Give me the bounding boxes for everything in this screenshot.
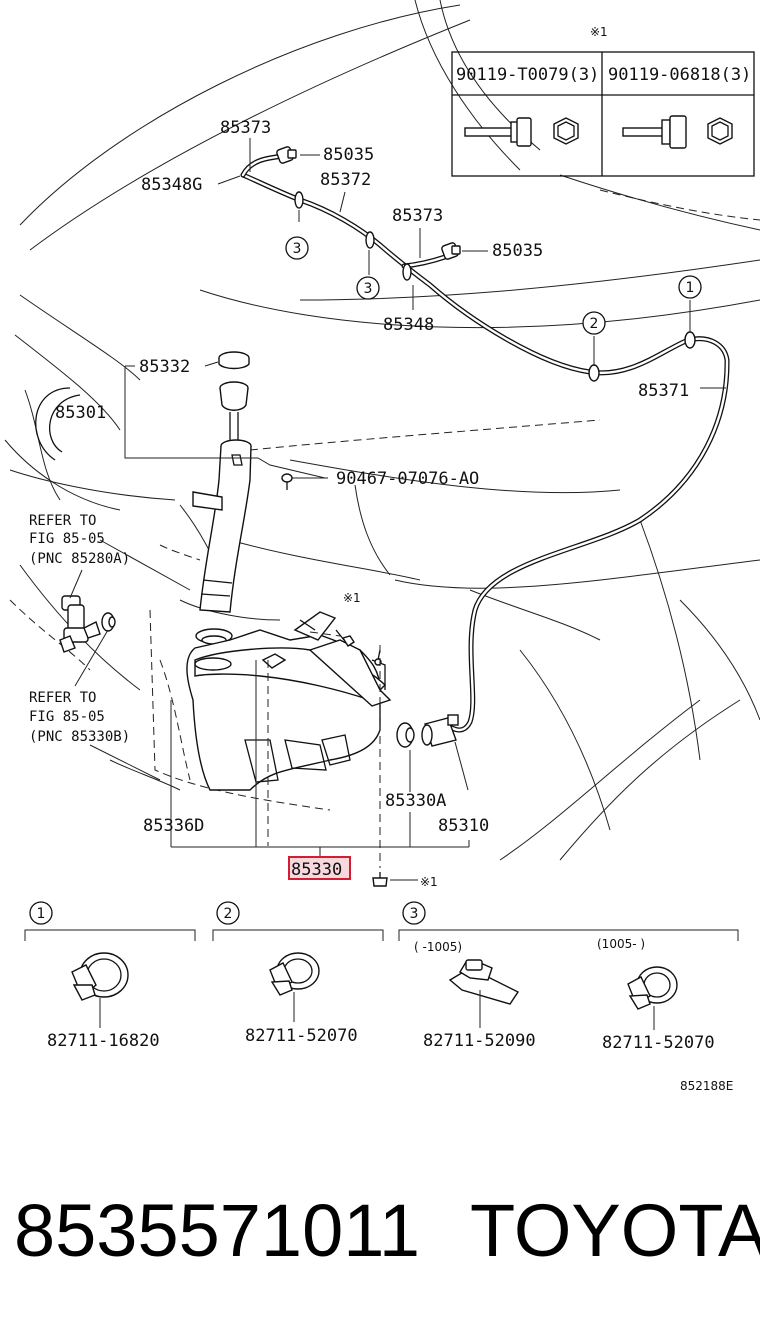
diagram-code: 852188E bbox=[680, 1079, 733, 1093]
filler-cap-inner bbox=[219, 381, 249, 440]
footer-brand: TOYOTA bbox=[470, 1189, 760, 1272]
label-85035-top: 85035 bbox=[323, 145, 374, 165]
clip-2-part: 82711-52070 bbox=[245, 1026, 358, 1046]
refer1-line3: (PNC 85280A) bbox=[29, 551, 130, 567]
svg-text:3: 3 bbox=[410, 906, 419, 922]
clip-82711-52070-icon bbox=[269, 952, 320, 1022]
clip-1-part: 82711-16820 bbox=[47, 1031, 160, 1051]
bolt-90119-06818-icon bbox=[622, 115, 733, 149]
filler-neck bbox=[192, 439, 252, 613]
label-85310: 85310 bbox=[438, 816, 489, 836]
clip-90467 bbox=[281, 473, 293, 490]
bolt-top bbox=[335, 629, 355, 647]
note-bolt-bottom: ※1 bbox=[420, 875, 438, 889]
clip-82711-52090-icon bbox=[448, 959, 520, 1028]
refer1-line1: REFER TO bbox=[29, 513, 96, 529]
pump-85280A bbox=[59, 595, 101, 653]
clip-82711-52070-b-icon bbox=[627, 966, 678, 1030]
label-85301: 85301 bbox=[55, 403, 106, 423]
footer-part-number: 8535571011 bbox=[14, 1189, 420, 1272]
note-bolt-top: ※1 bbox=[343, 591, 361, 605]
svg-text:1: 1 bbox=[37, 906, 46, 922]
label-85330a: 85330A bbox=[385, 791, 446, 811]
bolt-bottom bbox=[372, 872, 388, 887]
washer-nozzle-left bbox=[276, 146, 297, 164]
clip-group-1: 1 82711-16820 bbox=[24, 901, 196, 1051]
refer2-line1: REFER TO bbox=[29, 690, 96, 706]
refer1-line2: FIG 85-05 bbox=[29, 531, 105, 547]
highlight-85330 bbox=[288, 856, 351, 880]
clip-3a-part: 82711-52090 bbox=[423, 1031, 536, 1051]
grommet-85330B bbox=[101, 612, 116, 632]
callout-2: 2 bbox=[582, 311, 606, 335]
label-85035-right: 85035 bbox=[492, 241, 543, 261]
vehicle-body-outline bbox=[4, 0, 760, 861]
callout-3-right: 3 bbox=[356, 276, 380, 300]
table-col1-part: 90119-T0079(3) bbox=[456, 65, 599, 85]
svg-text:2: 2 bbox=[224, 906, 233, 922]
filler-cap bbox=[218, 351, 250, 370]
label-85371: 85371 bbox=[638, 381, 689, 401]
bolt-90119-T0079-icon bbox=[464, 117, 579, 147]
label-85348g: 85348G bbox=[141, 175, 202, 195]
refer2-line3: (PNC 85330B) bbox=[29, 729, 130, 745]
label-85373-top: 85373 bbox=[220, 118, 271, 138]
label-85330: 85330 bbox=[291, 860, 342, 880]
label-85373-right: 85373 bbox=[392, 206, 443, 226]
label-85372: 85372 bbox=[320, 170, 371, 190]
clip-3b-range: (1005- ) bbox=[597, 937, 645, 951]
callout-1: 1 bbox=[678, 275, 702, 299]
clip-group-2: 2 82711-52070 bbox=[212, 901, 384, 1046]
washer-tank bbox=[186, 611, 392, 791]
refer2-line2: FIG 85-05 bbox=[29, 709, 105, 725]
label-85332: 85332 bbox=[139, 357, 190, 377]
table-note-mark: ※1 bbox=[590, 25, 608, 39]
leader-lines bbox=[69, 138, 726, 881]
clip-3b-part: 82711-52070 bbox=[602, 1033, 715, 1053]
label-85336d: 85336D bbox=[143, 816, 204, 836]
callout-3-left: 3 bbox=[285, 236, 309, 260]
svg-text:3: 3 bbox=[293, 241, 302, 257]
svg-text:1: 1 bbox=[686, 280, 695, 296]
table-col2-part: 90119-06818(3) bbox=[608, 65, 751, 85]
clip-82711-16820-icon bbox=[71, 952, 129, 1028]
svg-text:2: 2 bbox=[590, 316, 599, 332]
washer-motor-85310 bbox=[421, 714, 459, 747]
hose-clamps bbox=[294, 191, 696, 382]
clip-group-3: 3 ( -1005) (1005- ) 82711-52090 82711-52… bbox=[398, 901, 739, 1053]
svg-text:3: 3 bbox=[364, 281, 373, 297]
part-labels: 85373 85035 85348G 85372 85373 85035 853… bbox=[29, 118, 689, 889]
label-85348: 85348 bbox=[383, 315, 434, 335]
fastener-table: ※1 90119-T0079(3) 90119-06818(3) bbox=[451, 25, 755, 177]
washer-nozzle-right bbox=[441, 242, 461, 260]
label-90467: 90467-07076-AO bbox=[336, 469, 479, 489]
wheel-arch bbox=[35, 387, 81, 461]
grommet-85330A bbox=[396, 722, 415, 748]
clip-3a-range: ( -1005) bbox=[414, 940, 462, 954]
